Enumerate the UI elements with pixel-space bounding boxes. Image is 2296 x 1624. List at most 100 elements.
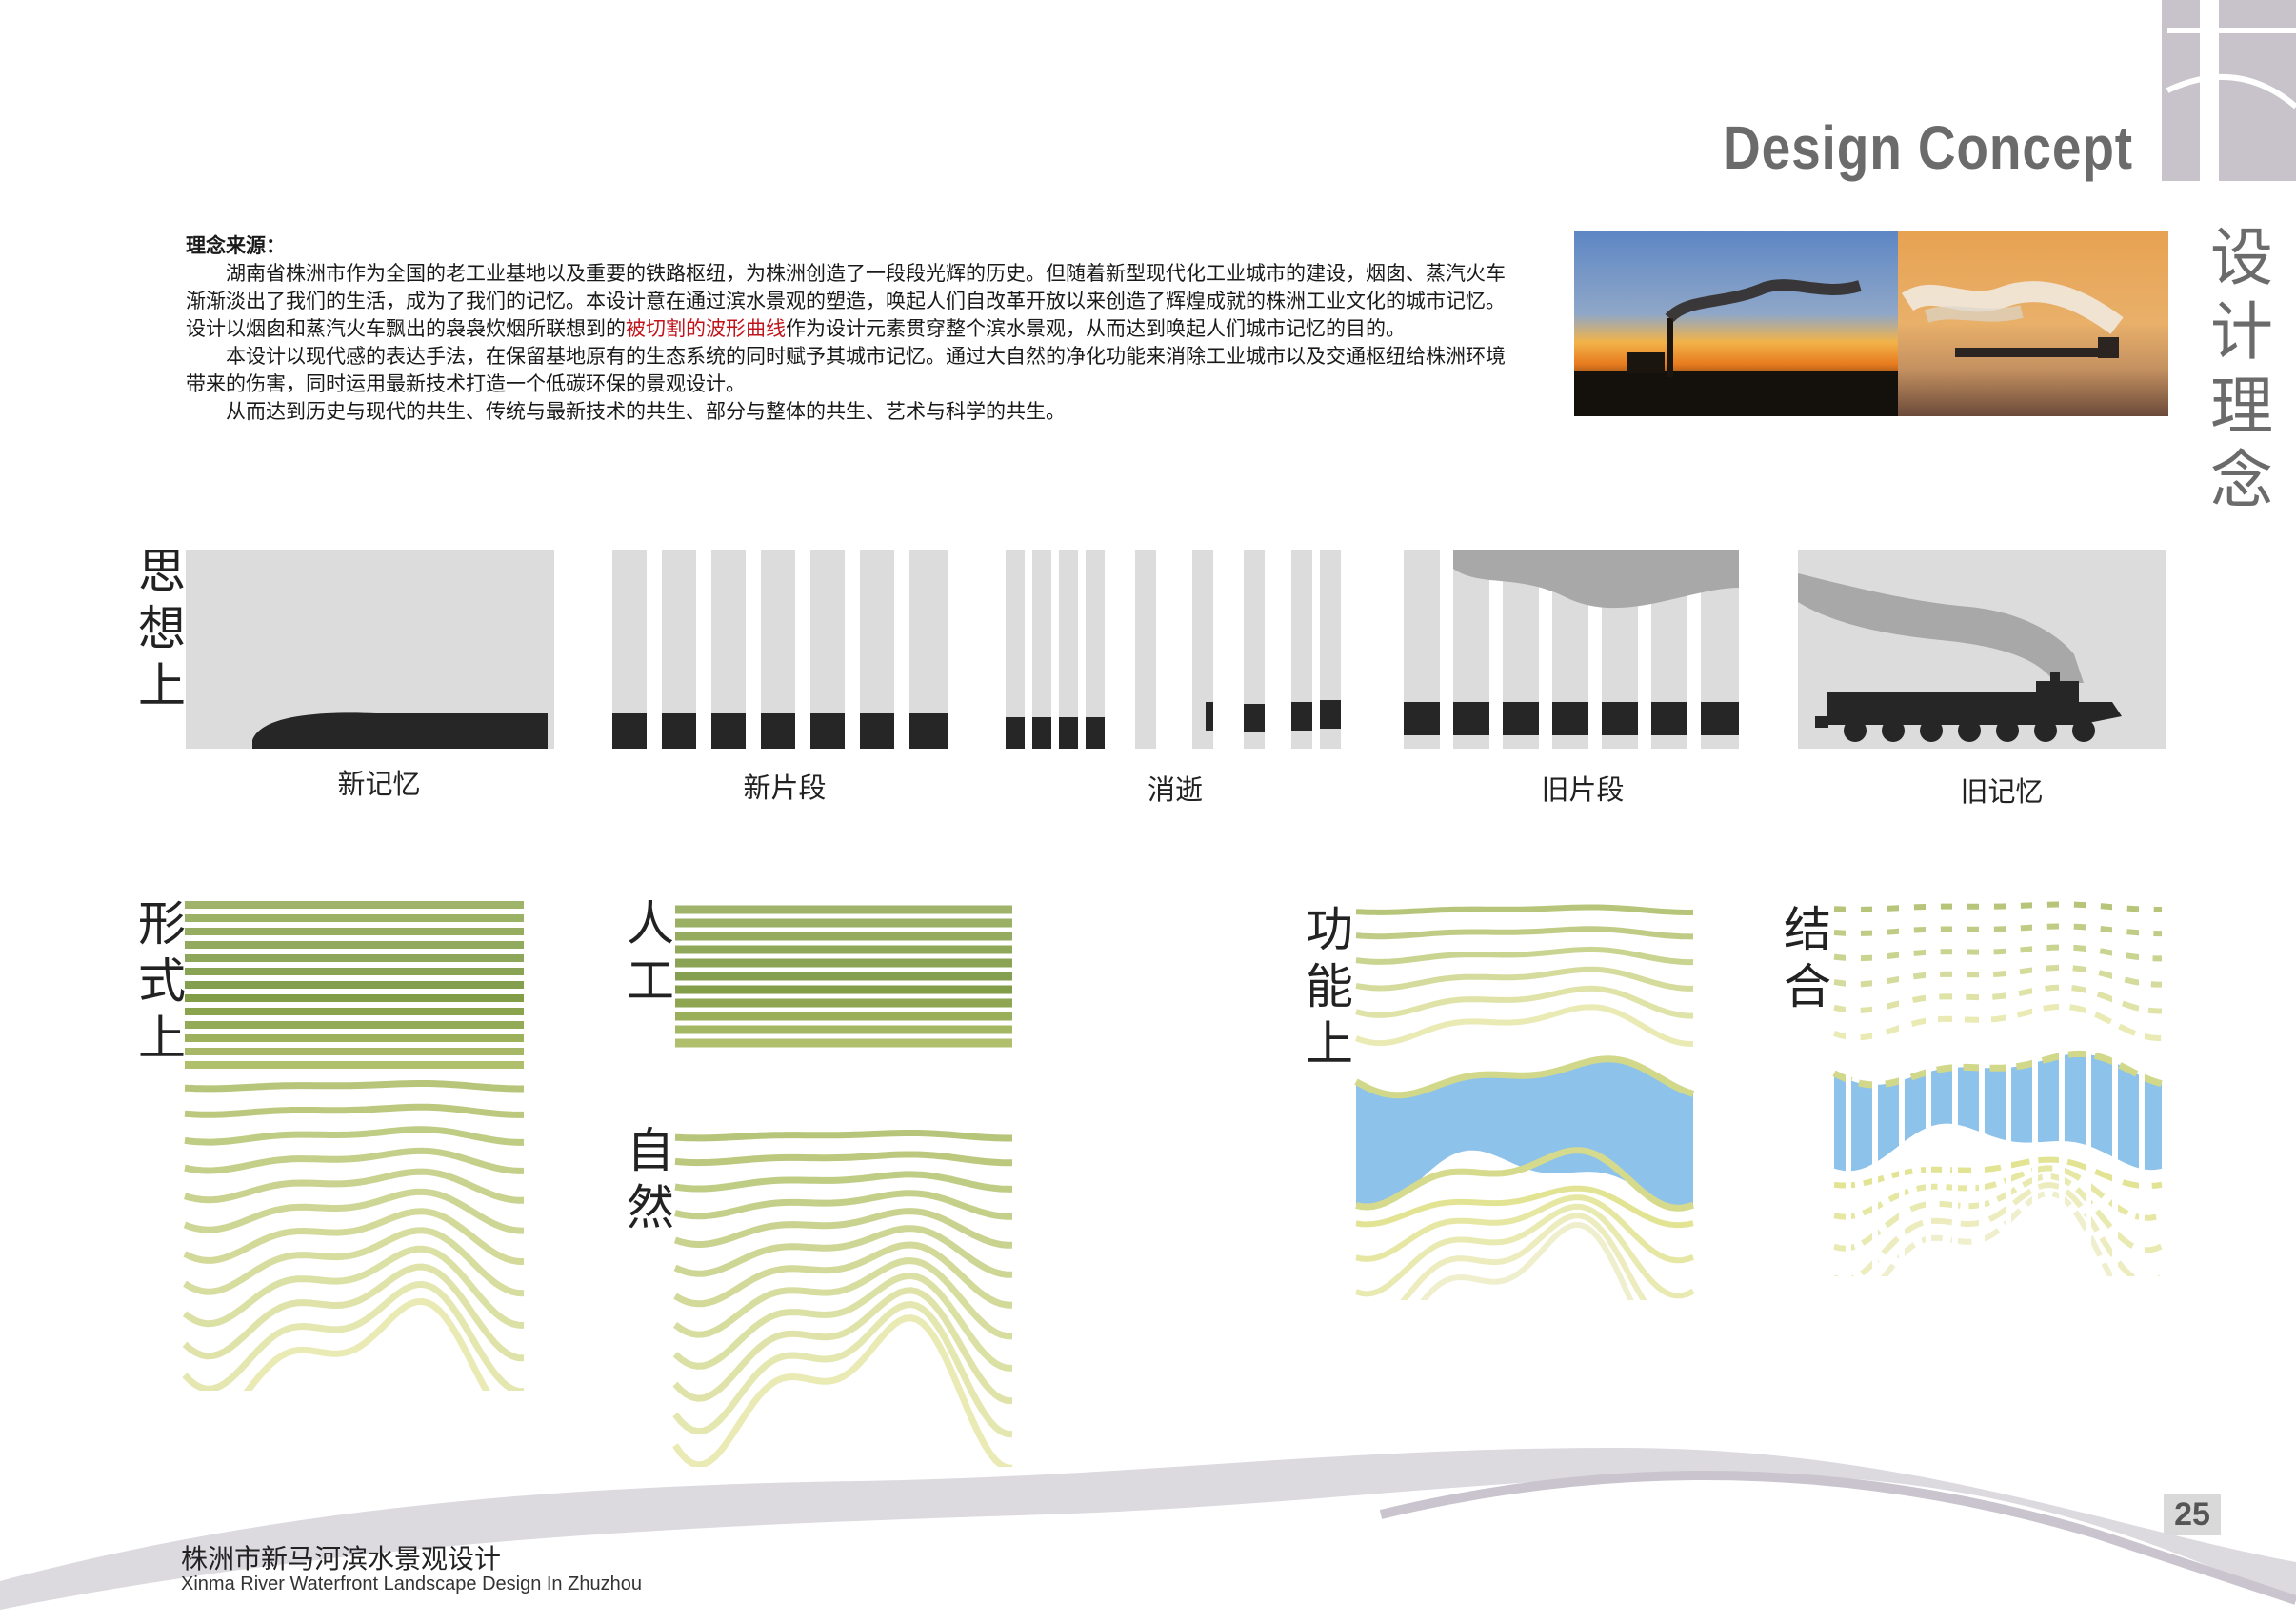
- line-stroke: [1355, 1185, 1694, 1229]
- intro-heading: 理念来源：: [186, 234, 286, 257]
- sunset-chimney-photo: [1574, 231, 1898, 416]
- bottom-wave: [0, 1448, 2296, 1624]
- cut-stripe: [2166, 895, 2169, 1276]
- thought-label-char: 思: [138, 544, 186, 599]
- line-stroke: [1355, 1203, 1695, 1299]
- line-stroke: [1355, 1004, 1694, 1047]
- line-stroke: [674, 1171, 1013, 1193]
- corner-bars: [2162, 0, 2296, 1624]
- thought-label: 思 想 上: [133, 543, 190, 714]
- line-stroke: [1355, 1147, 1695, 1212]
- combine-label: 结 合: [1779, 901, 1836, 1015]
- combine-label-char: 合: [1784, 959, 1831, 1014]
- line-stroke: [183, 1208, 525, 1265]
- line-stroke: [672, 1300, 1013, 1438]
- caption-new-fragment: 新片段: [743, 772, 827, 804]
- function-label-char: 能: [1306, 959, 1353, 1014]
- intro-p1-before: 湖南省株洲市作为全国的老工业基地以及重要的铁路枢纽，为株洲创造了一段段光辉的历史…: [186, 262, 1506, 340]
- nature-label: 自 然: [622, 1122, 679, 1236]
- footer-title-cn: 株洲市新马河滨水景观设计: [181, 1543, 502, 1574]
- vertical-title-char: 设: [2210, 221, 2273, 294]
- function-label-char: 上: [1306, 1016, 1353, 1072]
- artificial-lines-graphic: [675, 905, 1012, 1048]
- line-stroke: [1833, 923, 2162, 937]
- line-stroke: [182, 1263, 525, 1362]
- cut-stripe: [2139, 895, 2145, 1276]
- water-band: [1356, 1058, 1693, 1209]
- panel-new-memory: [186, 550, 554, 749]
- cut-stripe: [1846, 895, 1851, 1276]
- form-label-char: 形: [138, 896, 186, 952]
- nature-label-char: 然: [627, 1180, 674, 1235]
- artificial-label-char: 人: [627, 896, 674, 952]
- line-stroke: [673, 1208, 1013, 1249]
- intro-paragraph-3: 从而达到历史与现代的共生、传统与最新技术的共生、部分与整体的共生、艺术与科学的共…: [226, 400, 1066, 423]
- line-stroke: [672, 1314, 1013, 1467]
- line-stroke: [1881, 1190, 2114, 1276]
- line-stroke: [184, 1147, 524, 1174]
- cut-stripe: [1926, 895, 1931, 1276]
- line-stroke: [1833, 901, 2162, 912]
- line-stroke: [1833, 1003, 2163, 1041]
- artificial-label-char: 工: [627, 953, 674, 1009]
- artificial-label: 人 工: [622, 895, 679, 1010]
- form-label-char: 上: [138, 1011, 186, 1066]
- line-stroke: [184, 1126, 524, 1146]
- panel-vanishing: [1006, 550, 1341, 749]
- line-stroke: [184, 1080, 524, 1093]
- vertical-title: 设 计 理 念: [2207, 221, 2276, 518]
- function-label-char: 功: [1306, 902, 1353, 957]
- line-stroke: [1354, 1055, 1695, 1099]
- line-stroke: [182, 1245, 525, 1329]
- water-band: [1834, 1053, 2162, 1172]
- caption-vanishing: 消逝: [1147, 773, 1203, 806]
- cut-stripe: [2032, 895, 2038, 1276]
- form-lines-graphic: [182, 901, 525, 1391]
- line-stroke: [674, 1151, 1013, 1167]
- line-stroke: [672, 1287, 1013, 1405]
- line-stroke: [1833, 1173, 2164, 1253]
- footer-title-en: Xinma River Waterfront Landscape Design …: [181, 1574, 642, 1594]
- line-stroke: [1355, 926, 1694, 940]
- thought-label-char: 上: [138, 658, 186, 713]
- line-stroke: [1355, 946, 1693, 966]
- line-stroke: [1834, 1181, 2162, 1276]
- line-stroke: [673, 1225, 1013, 1278]
- line-stroke: [1400, 1213, 1647, 1300]
- line-stroke: [674, 1130, 1012, 1142]
- vertical-title-char: 理: [2210, 370, 2273, 443]
- nature-lines-graphic: [672, 1130, 1013, 1467]
- cut-stripe: [2112, 895, 2118, 1276]
- line-stroke: [672, 1272, 1013, 1372]
- combine-lines-graphic: [1832, 895, 2169, 1276]
- cut-stripe: [1952, 895, 1958, 1276]
- line-stroke: [674, 1190, 1013, 1220]
- combine-label-char: 结: [1784, 902, 1831, 957]
- intro-paragraph-2: 本设计以现代感的表达手法，在保留基地原有的生态系统的同时赋予其城市记忆。通过大自…: [186, 345, 1506, 395]
- page-title: Design Concept: [1723, 113, 2133, 182]
- intro-paragraph-1: 湖南省株洲市作为全国的老工业基地以及重要的铁路枢纽，为株洲创造了一段段光辉的历史…: [186, 260, 1519, 343]
- function-lines-graphic: [1354, 904, 1695, 1300]
- panel-new-fragment: [612, 550, 948, 749]
- cut-stripe: [1872, 895, 1878, 1276]
- line-stroke: [1355, 1194, 1694, 1264]
- caption-new-memory: 新记忆: [337, 768, 421, 800]
- line-stroke: [1833, 1156, 2163, 1190]
- line-stroke: [183, 1227, 525, 1297]
- form-label: 形 式 上: [133, 895, 190, 1067]
- intro-text: 理念来源： 湖南省株洲市作为全国的老工业基地以及重要的铁路枢纽，为株洲创造了一段…: [186, 232, 1519, 426]
- vertical-title-char: 念: [2210, 444, 2273, 517]
- cut-stripe: [2086, 895, 2091, 1276]
- cut-stripe: [2006, 895, 2011, 1276]
- thought-label-char: 想: [138, 601, 186, 656]
- vertical-title-char: 计: [2210, 295, 2273, 369]
- line-stroke: [1355, 904, 1693, 915]
- caption-old-fragment: 旧片段: [1541, 773, 1625, 806]
- line-stroke: [673, 1241, 1013, 1309]
- line-stroke: [184, 1168, 524, 1204]
- panel-old-memory: [1798, 550, 2166, 749]
- steam-train-photo: [1898, 231, 2168, 416]
- line-stroke: [1833, 964, 2162, 988]
- panel-old-fragment: [1404, 550, 1739, 749]
